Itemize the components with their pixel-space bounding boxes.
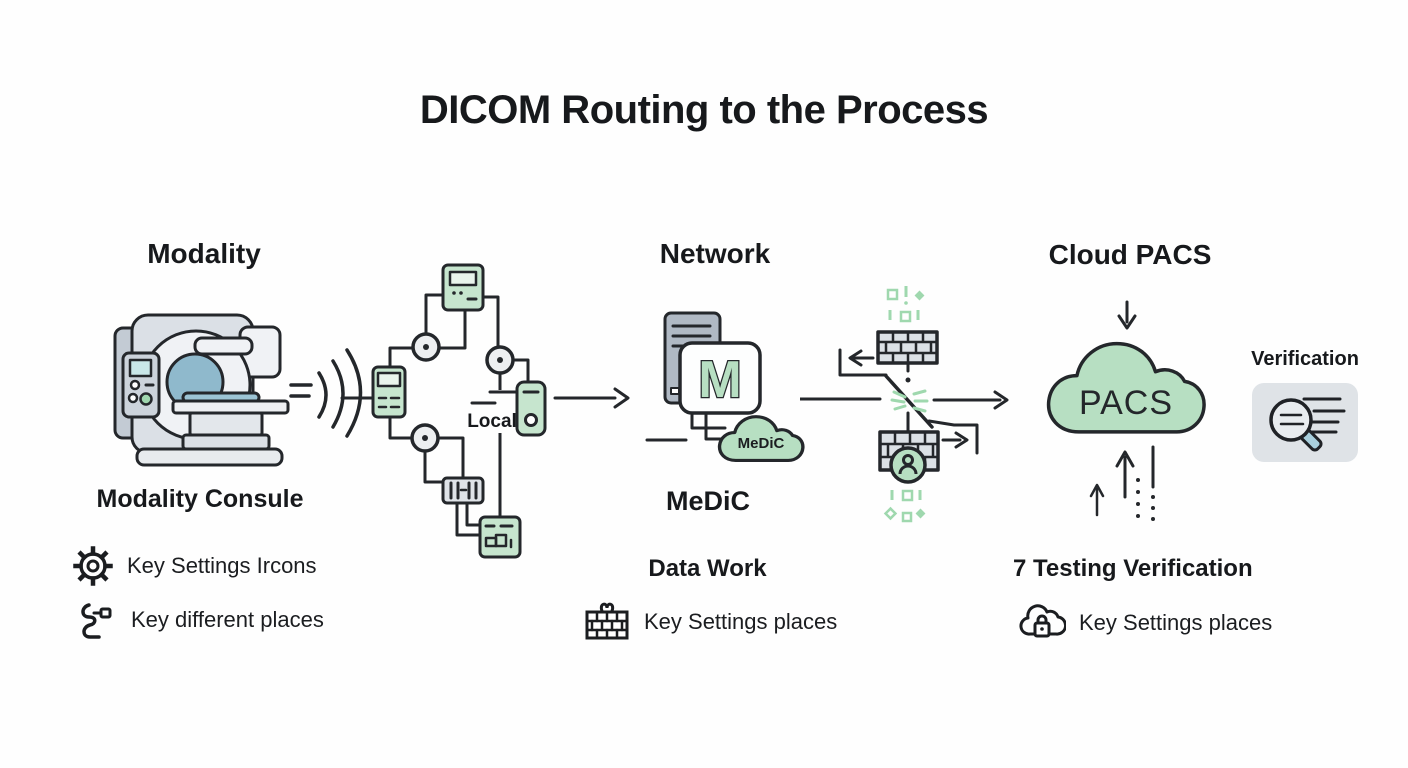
server-slot — [670, 387, 680, 395]
topology-connections — [388, 293, 530, 537]
medic-server-icon: M MeDiC — [645, 311, 805, 462]
switch-diagonal — [884, 374, 934, 429]
medic-cloud-label: MeDiC — [738, 435, 785, 452]
signal-waves-icon — [289, 348, 373, 438]
pacs-subheading: 7 Testing Verification — [1013, 555, 1253, 582]
network-caption: MeDiC — [665, 486, 750, 516]
medic-cloud-icon — [717, 415, 805, 462]
ct-scanner-icon — [113, 313, 373, 467]
pacs-cloud-text: PACS — [1079, 384, 1173, 422]
hub-node — [410, 423, 440, 453]
scanner-base — [135, 447, 284, 467]
cloud-pacs-heading: Cloud PACS — [1048, 239, 1212, 270]
bullet-label: Key different places — [131, 607, 324, 632]
gear-icon — [73, 546, 113, 586]
m-card — [678, 341, 762, 415]
verification-card — [1252, 383, 1358, 462]
page-title: DICOM Routing to the Process — [419, 88, 989, 132]
modality-heading: Modality — [147, 238, 261, 269]
table-step — [181, 433, 271, 451]
local-network-topology: Local — [371, 263, 630, 559]
user-badge-icon — [889, 446, 927, 484]
sync-arrows — [1089, 445, 1155, 521]
modality-caption: Modality Consule — [96, 485, 304, 513]
scanner-top-piece — [193, 336, 254, 356]
route-icon — [81, 603, 112, 639]
bullet-label: Key Settings places — [1079, 610, 1273, 635]
hub-node — [411, 332, 441, 362]
modality-bullet-places: Key different places — [76, 598, 324, 642]
cloud-lock-icon — [1019, 604, 1066, 638]
table-pedestal — [188, 411, 264, 437]
device-top — [441, 263, 485, 312]
local-marker — [470, 390, 519, 405]
control-screen — [128, 358, 153, 378]
magnifier-icon — [1269, 397, 1346, 452]
routing-lines — [800, 348, 1009, 455]
modality-bullet-settings: Key Settings Ircons — [72, 545, 317, 587]
server-pipe — [704, 403, 728, 441]
local-label: Local — [467, 411, 517, 432]
m-letter: M — [698, 351, 741, 409]
pacs-cloud-icon: PACS — [1046, 300, 1206, 521]
firewall-section — [800, 286, 1009, 523]
bullet-label: Key Settings places — [644, 609, 838, 634]
table-slab — [171, 399, 290, 415]
storage-box — [478, 515, 522, 559]
deco-glyphs-top — [886, 286, 925, 323]
firewall-bottom-icon — [878, 430, 940, 484]
deco-glyphs-bottom — [883, 489, 926, 523]
device-left — [371, 365, 407, 419]
verification-label: Verification — [1251, 348, 1359, 370]
bullet-label: Key Settings Ircons — [127, 553, 317, 578]
spark-marks — [890, 389, 929, 413]
arrow-down-icon — [1117, 300, 1137, 330]
brick-wall-icon — [585, 602, 629, 640]
arrow-right-icon — [553, 387, 630, 409]
device-gateway — [515, 380, 547, 437]
hub-node — [485, 345, 515, 375]
network-heading: Network — [659, 238, 771, 269]
network-subheading: Data Work — [648, 555, 767, 582]
firewall-top-icon — [876, 330, 939, 365]
network-bullet-settings: Key Settings places — [583, 600, 837, 644]
pacs-cloud-shape — [1046, 341, 1206, 434]
switch-box — [441, 476, 485, 505]
pacs-bullet-settings: Key Settings places — [1018, 602, 1272, 644]
magnifier-glass — [1269, 398, 1313, 442]
